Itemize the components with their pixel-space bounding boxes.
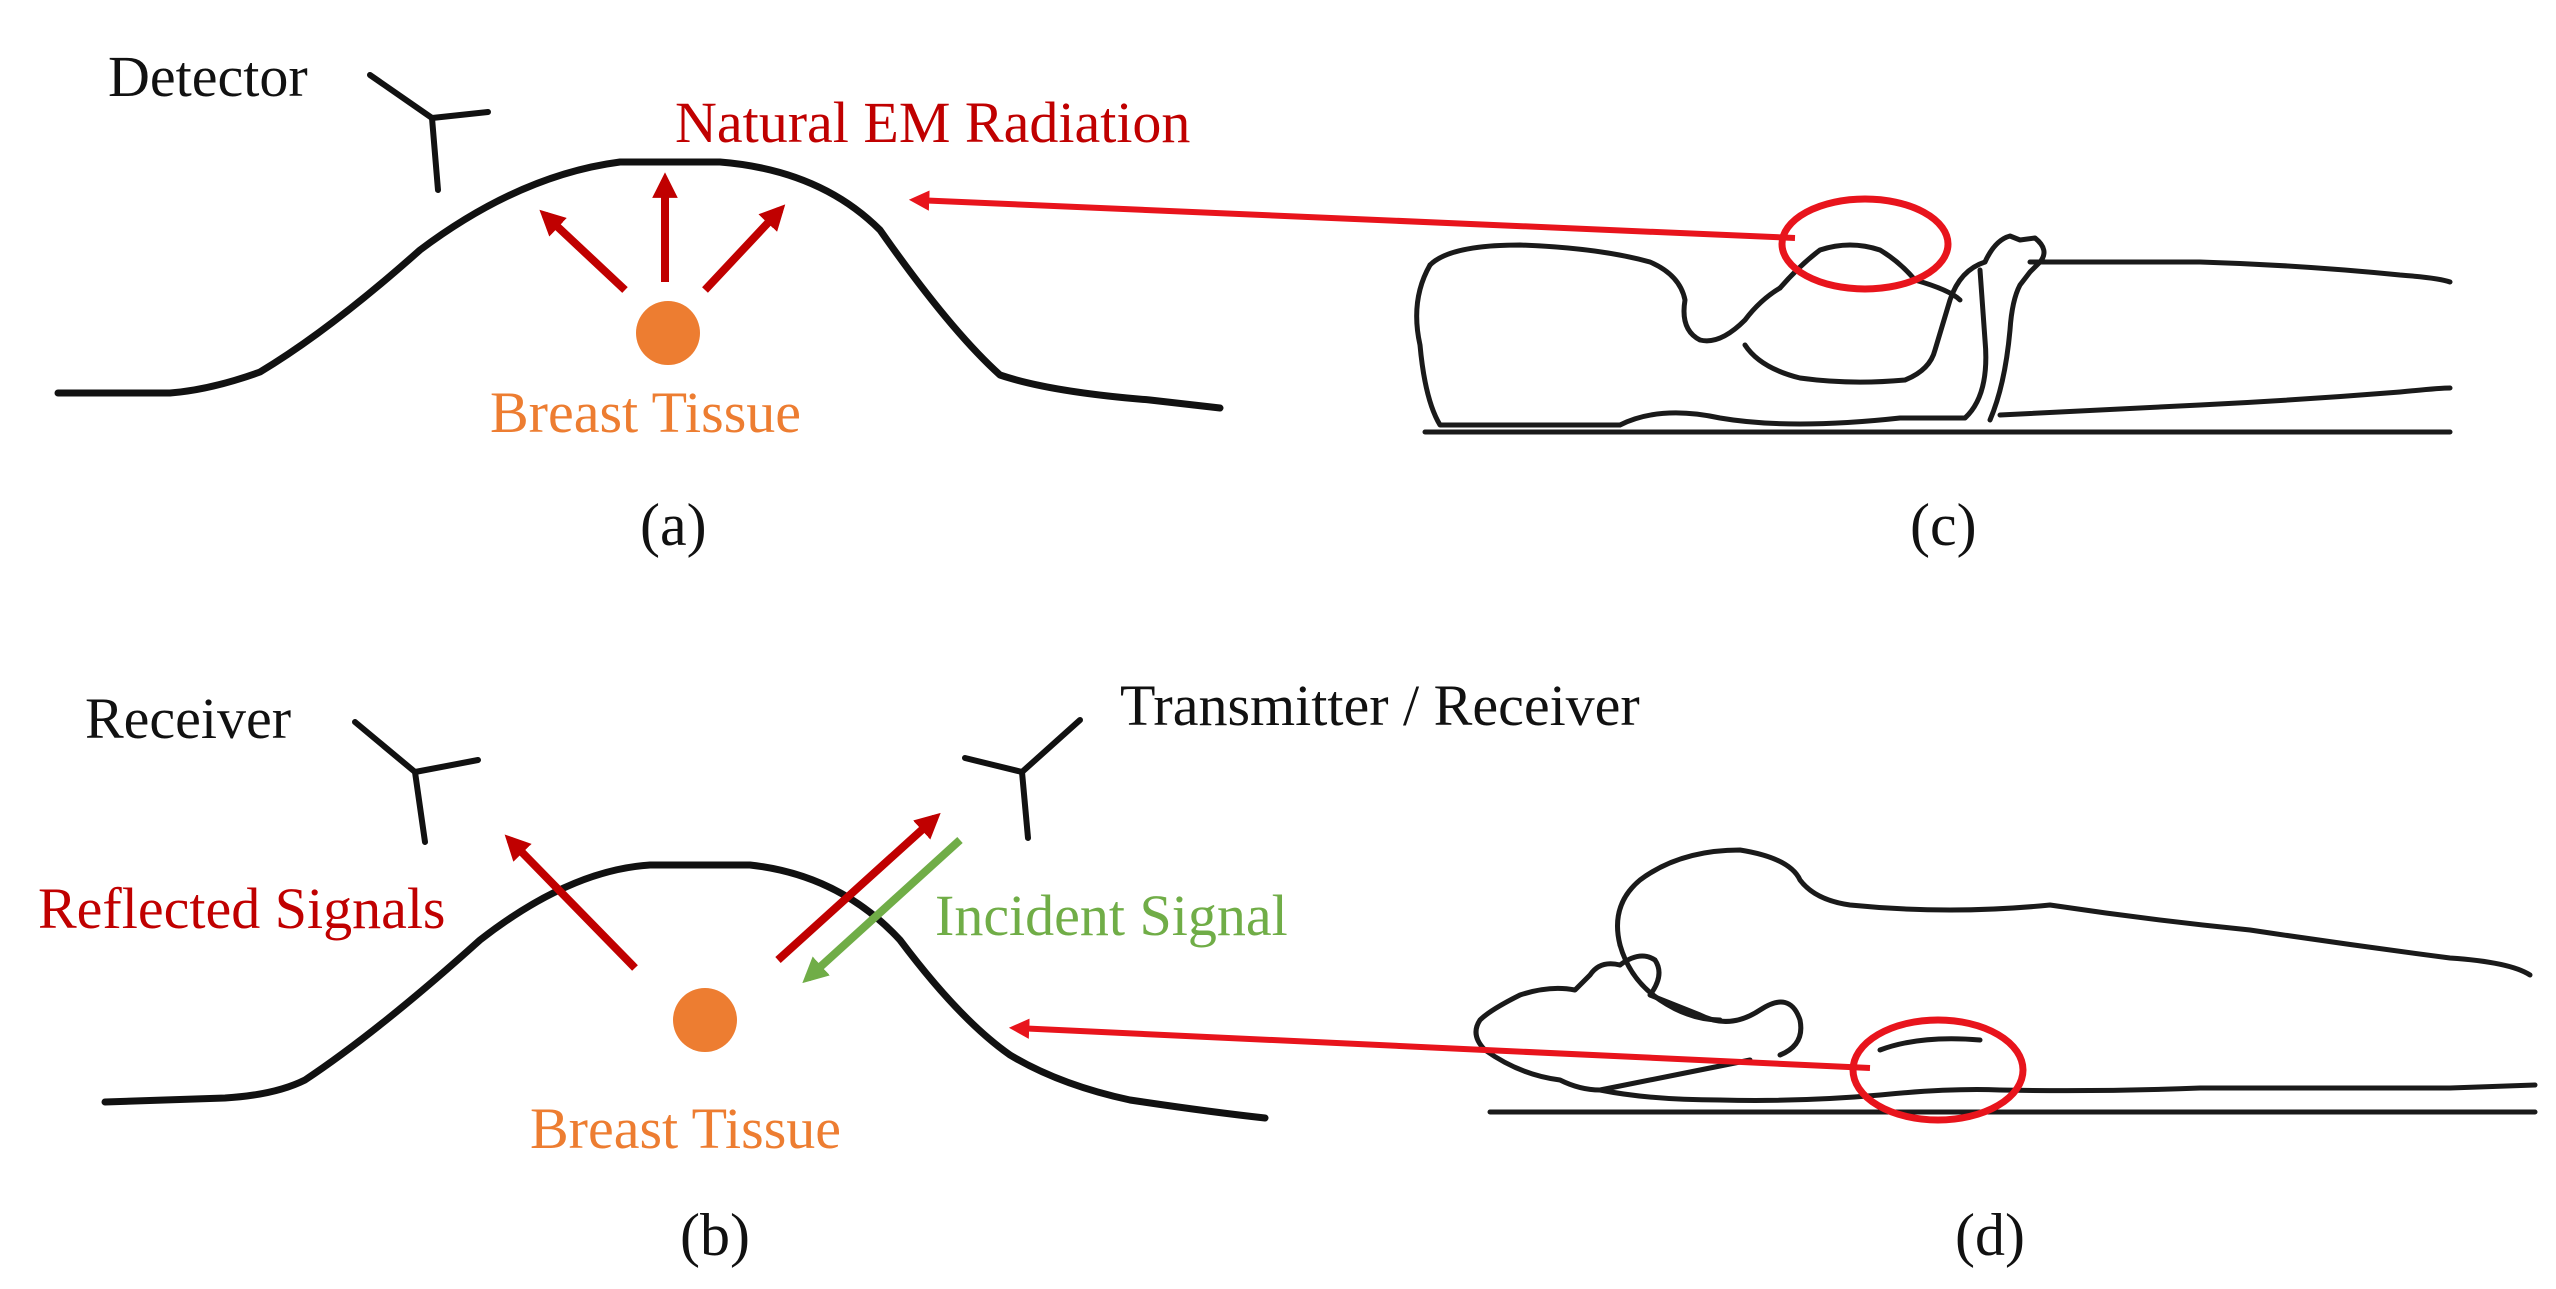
tumor-dot [636,301,700,365]
radiation-label: Natural EM Radiation [675,90,1190,155]
receiver-label: Receiver [85,686,291,751]
panel-a: Detector Natural EM Radiation Breast Tis… [54,44,1224,558]
panel-c: (c) [908,190,2453,558]
antenna-icon [367,72,491,193]
highlight-ellipse [1849,1016,2027,1124]
tissue-label: Breast Tissue [490,380,801,445]
breast-outline [54,158,1224,412]
arrow-icon [702,204,786,293]
transceiver-label: Transmitter / Receiver [1120,673,1640,738]
arrow-icon [1008,1018,1871,1071]
patient-prone-sketch [1414,233,2453,435]
antenna-icon [352,719,481,845]
highlight-ellipse [1778,195,1952,293]
tissue-label: Breast Tissue [530,1096,841,1161]
incident-label: Incident Signal [935,883,1288,948]
caption-a: (a) [640,492,707,558]
arrow-icon [504,834,638,971]
antenna-icon [962,717,1083,841]
panel-d: (d) [1008,847,2538,1268]
caption-b: (b) [680,1202,750,1268]
panel-b: Receiver Transmitter / Receiver Reflecte… [38,673,1640,1268]
caption-c: (c) [1910,492,1977,558]
arrow-icon [908,190,1796,241]
detector-label: Detector [108,44,308,109]
caption-d: (d) [1955,1202,2025,1268]
patient-supine-sketch [1473,847,2538,1115]
reflected-label: Reflected Signals [38,876,446,941]
breast-outline [101,861,1269,1122]
arrow-icon [775,812,941,963]
radiation-arrows [539,172,786,293]
arrow-icon [539,209,628,293]
tumor-dot [673,988,737,1052]
arrow-icon [802,837,963,984]
